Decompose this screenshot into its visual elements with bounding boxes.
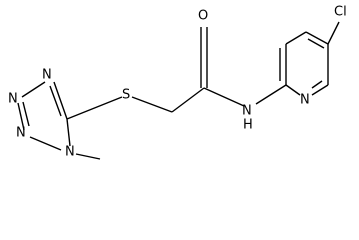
atom-cl: Cl xyxy=(334,5,347,20)
atom-labels: O S N H N Cl N N N N xyxy=(8,5,347,160)
bond-s-ch2 xyxy=(131,96,173,113)
atom-n-tetrazole-3: N xyxy=(8,92,18,107)
molecule-structure-diagram: O S N H N Cl N N N N xyxy=(8,5,347,160)
bond-n3-n2 xyxy=(17,102,25,131)
atom-n-tetrazole-1: N xyxy=(65,145,75,160)
atom-h-amide: H xyxy=(243,118,253,133)
atom-n-amide: N xyxy=(242,104,252,119)
bond-c6-npy-double xyxy=(311,80,323,89)
bond-c5-n4 xyxy=(53,81,68,120)
bond-carbonyl-nh xyxy=(203,87,245,107)
bond-c4-c5 xyxy=(305,31,329,45)
bond-nh-c2 xyxy=(255,84,287,105)
bond-n2-n1 xyxy=(29,136,62,151)
bond-n4-n3 xyxy=(21,81,46,98)
atom-s: S xyxy=(122,88,130,103)
atom-n-tetrazole-2: N xyxy=(16,126,26,141)
bond-c3-c4 xyxy=(285,31,307,45)
molecule-svg: O S N H N Cl N N N N xyxy=(8,5,347,160)
bonds xyxy=(17,21,340,160)
bond-npy-c2 xyxy=(285,84,301,96)
bond-n1-methyl xyxy=(75,153,101,160)
bond-c5-s xyxy=(66,96,123,120)
atom-n-pyridine: N xyxy=(300,93,310,108)
bond-c5-n4-double xyxy=(49,85,62,117)
bond-c6-npy xyxy=(311,84,329,96)
atom-n-tetrazole-4: N xyxy=(42,68,52,83)
bond-c5-cl xyxy=(327,21,340,45)
atom-o: O xyxy=(198,9,208,24)
bond-n3-n2-double xyxy=(22,101,30,127)
bond-n1-c5 xyxy=(66,118,71,147)
bond-ch2-carbonyl xyxy=(171,87,205,113)
bond-c4-c5-double xyxy=(307,38,325,49)
